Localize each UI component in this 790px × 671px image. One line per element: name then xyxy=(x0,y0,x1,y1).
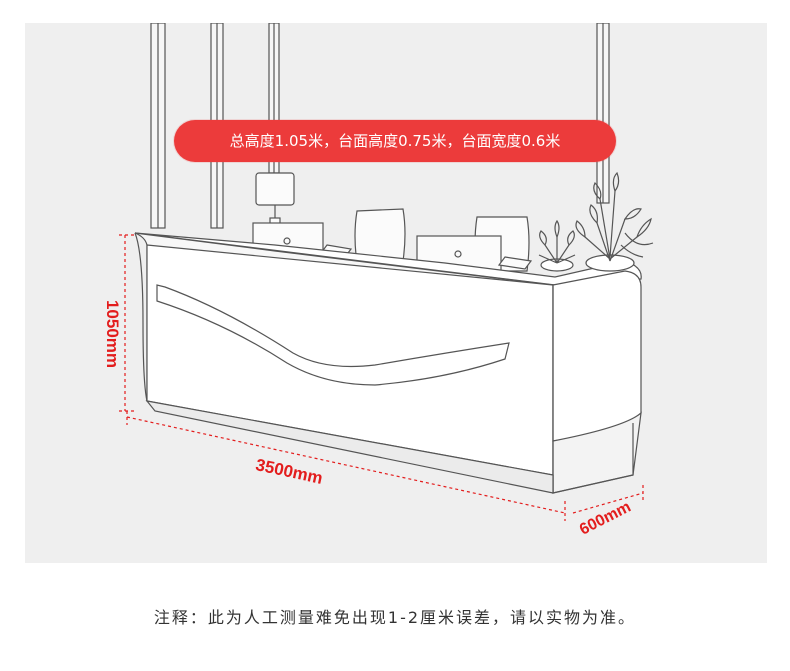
plant-large xyxy=(575,171,654,272)
measurement-note: 注释：此为人工测量难免出现1-2厘米误差，请以实物为准。 xyxy=(153,608,637,627)
reception-desk-drawing xyxy=(119,23,654,521)
height-dimension-label: 1050mm xyxy=(103,299,122,369)
lamp xyxy=(255,172,295,227)
spec-banner: 总高度1.05米，台面高度0.75米，台面宽度0.6米 xyxy=(174,120,616,162)
desk-body xyxy=(134,232,642,494)
dimension-lines xyxy=(119,234,644,521)
plant-small xyxy=(538,219,576,272)
right-post xyxy=(596,23,610,204)
diagram-panel xyxy=(25,23,767,563)
